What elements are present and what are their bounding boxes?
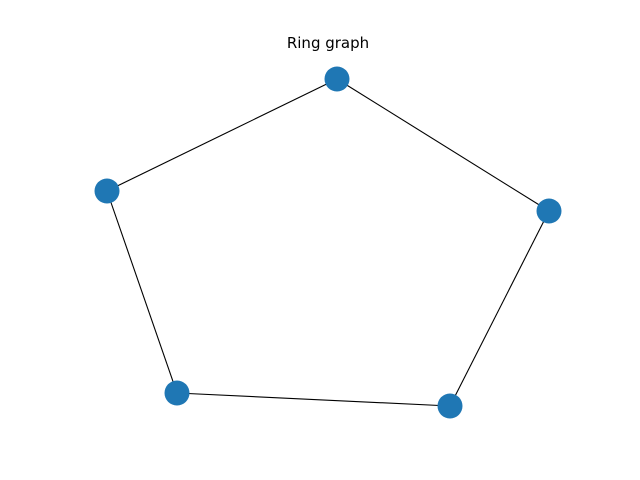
graph-edge (336, 78, 550, 212)
graph-node (536, 198, 562, 224)
graph-node (164, 380, 190, 406)
graph-edge (106, 78, 338, 192)
graph-node (94, 178, 120, 204)
graph-edge (449, 210, 550, 407)
graph-node (437, 393, 463, 419)
graph-node (324, 66, 350, 92)
graph-title: Ring graph (286, 34, 370, 52)
graph-edge (176, 392, 451, 407)
graph-edge (106, 190, 178, 394)
